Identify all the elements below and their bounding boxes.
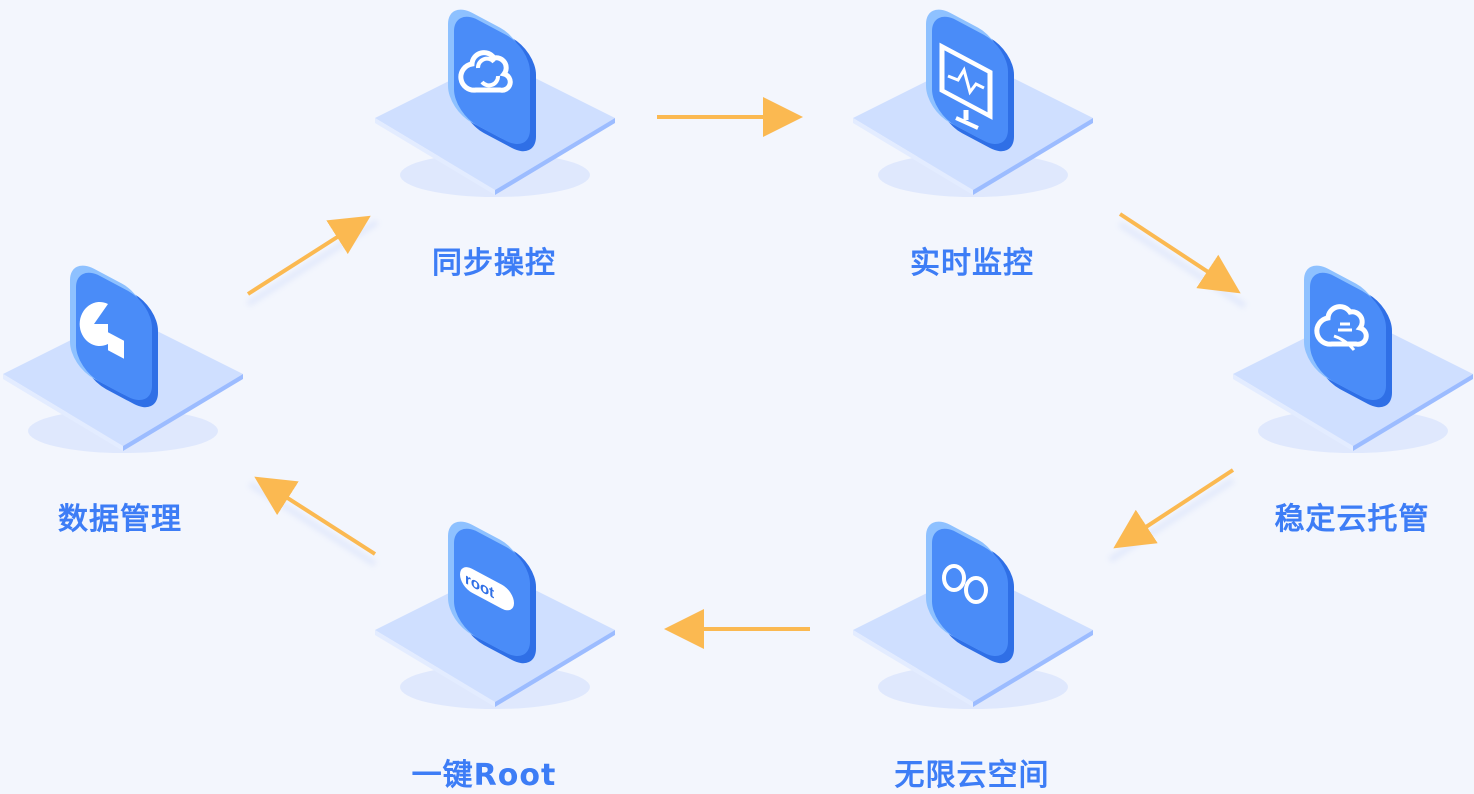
label-cloud-hosting: 稳定云托管	[1274, 502, 1430, 537]
arrow-hosting-to-space	[1108, 468, 1235, 563]
label-unlimited-space: 无限云空间	[894, 758, 1050, 793]
node-one-click-root: root	[372, 512, 618, 742]
arrow-sync-to-monitor	[657, 97, 807, 137]
arrow-data-to-sync	[246, 215, 379, 307]
label-realtime-monitor: 实时监控	[910, 246, 1034, 281]
label-data-management: 数据管理	[58, 502, 182, 537]
arrow-root-to-data	[248, 476, 377, 567]
pie-chart-icon	[70, 265, 158, 408]
node-data-management	[0, 256, 246, 486]
arrow-monitor-to-hosting	[1118, 212, 1247, 309]
platform: root	[375, 521, 615, 709]
platform	[853, 9, 1093, 197]
platform	[853, 521, 1093, 709]
node-cloud-hosting	[1230, 256, 1474, 486]
monitor-pulse-icon	[926, 9, 1014, 152]
root-badge-icon: root	[448, 521, 536, 664]
label-one-click-root: 一键Root	[411, 758, 557, 793]
node-sync-control	[372, 0, 618, 230]
node-unlimited-space	[850, 512, 1096, 742]
label-sync-control: 同步操控	[432, 246, 556, 281]
cloud-hand-icon	[1304, 265, 1392, 408]
platform	[3, 265, 243, 453]
infinity-icon	[926, 521, 1014, 664]
node-realtime-monitor	[850, 0, 1096, 230]
cloud-sync-icon	[448, 9, 536, 152]
arrow-space-to-root	[660, 609, 810, 649]
platform	[1233, 265, 1473, 453]
platform	[375, 9, 615, 197]
